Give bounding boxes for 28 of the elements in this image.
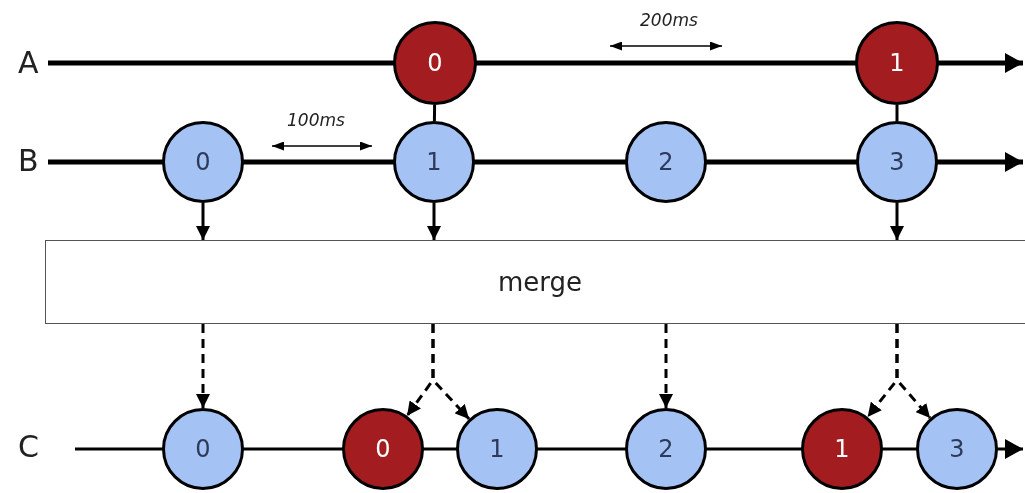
arrow [895,324,932,420]
marble-value: 1 [834,435,850,463]
duration-label: 200ms [640,12,698,29]
marble-value: 0 [427,49,443,77]
stream-name: A [18,48,39,78]
connector-line [895,105,899,121]
duration-label: 100ms [287,112,345,129]
marble-value: 1 [889,49,905,77]
marble-value: 1 [426,148,442,176]
marble-value: 1 [489,435,505,463]
connector-line [432,105,437,121]
stream-name: C [18,432,39,462]
stream-name: B [18,146,39,176]
arrow [196,324,210,408]
arrow [431,324,471,420]
marble-value: 0 [195,148,211,176]
marble-value: 3 [889,148,905,176]
marble-value: 2 [658,148,674,176]
marble-value: 2 [658,435,674,463]
operator-name: merge [497,267,583,297]
marble-value: 0 [375,435,391,463]
operator-box [45,240,1025,324]
arrow [196,203,210,240]
marble-value: 3 [949,435,965,463]
arrow [890,203,904,240]
marble-value: 0 [195,435,211,463]
arrow [659,324,673,408]
arrow [427,203,441,240]
